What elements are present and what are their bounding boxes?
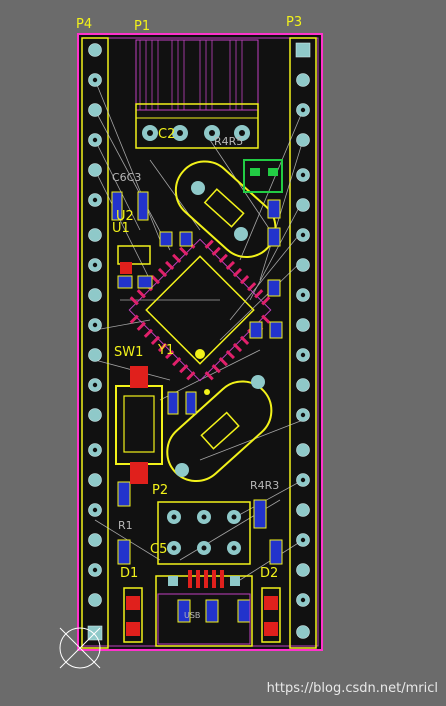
traces: [94, 79, 304, 581]
header-p2: [157, 501, 251, 565]
green-component-pad: [268, 168, 278, 176]
designator-c6c3: C6C3: [112, 171, 142, 184]
origin-crosshair: [59, 627, 101, 669]
crystal-upper-pad-a: [191, 181, 205, 195]
led-d1: [123, 587, 143, 643]
designator-r1: R1: [118, 519, 133, 532]
crystal-lower-pad-a: [251, 375, 265, 389]
green-component: [243, 159, 283, 193]
crystal-upper-pad-b: [234, 227, 248, 241]
designator-c2: C2: [158, 127, 176, 142]
designator-r4r3: R4R3: [250, 479, 280, 492]
designator-p3: P3: [286, 15, 303, 30]
designator-sw1: SW1: [114, 345, 144, 360]
designator-y1: Y1: [158, 343, 175, 358]
crystal-lower-pad-b: [175, 463, 189, 477]
green-component-pad: [250, 168, 260, 176]
designator-usb: USB: [184, 611, 201, 620]
crystal-upper: [174, 160, 277, 258]
u1-red-pad: [120, 262, 132, 274]
designator-d2: D2: [260, 566, 279, 581]
pin1-dot: [195, 349, 205, 359]
mcu-qfp: [128, 238, 272, 382]
header-p4-silk: [81, 37, 109, 649]
pcb-board: [78, 34, 322, 650]
designator-c5: C5: [150, 542, 168, 557]
watermark-text: https://blog.csdn.net/mricl: [266, 681, 438, 696]
crystal-lower: [166, 380, 273, 482]
designator-p2: P2: [152, 483, 169, 498]
usb-connector: [155, 570, 253, 647]
designator-d1: D1: [120, 566, 139, 581]
header-p3-pads: [295, 42, 311, 639]
pad-holes: [92, 77, 306, 603]
designator-u1: U1: [112, 221, 130, 236]
designator-r4r5: R4R5: [214, 135, 244, 148]
designator-u2: U2: [116, 209, 134, 224]
sw1-switch: [115, 366, 163, 484]
header-p1: [135, 39, 259, 149]
smd-components: [111, 191, 283, 623]
header-p3-silk: [289, 37, 317, 649]
fiducial-dot: [204, 389, 210, 395]
designator-p4: P4: [76, 17, 93, 32]
board-outline: [77, 33, 323, 651]
led-d2: [261, 587, 281, 643]
u1-red-part: [117, 245, 151, 265]
designator-p1: P1: [134, 19, 151, 34]
